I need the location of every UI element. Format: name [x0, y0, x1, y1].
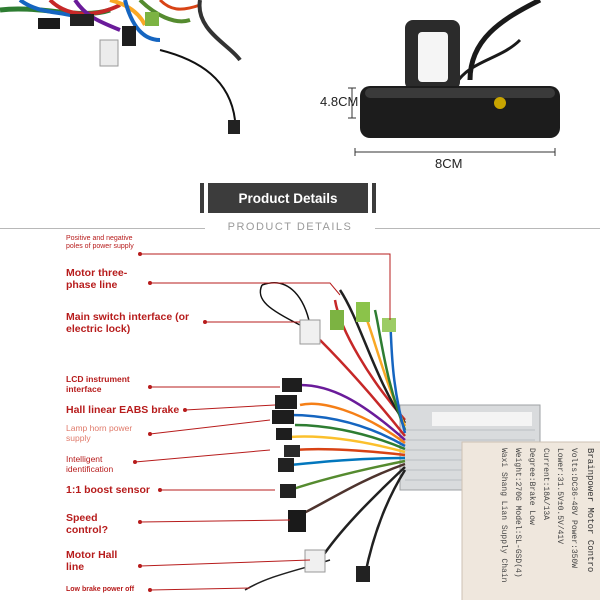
nameplate-line-4: Current:18A/13A — [541, 448, 550, 520]
label-hall-brake: Hall linear EABS brake — [66, 404, 180, 416]
label-intelligent-id: Intelligent identification — [66, 454, 114, 474]
header-bar-left — [200, 183, 204, 213]
leader-dots — [133, 252, 207, 592]
nameplate-line-1: Brainpower Motor Contro — [585, 448, 595, 572]
label-motor-hall: Motor Hall line — [66, 549, 118, 574]
product-photo-top — [0, 0, 560, 156]
controller-wires — [244, 282, 407, 591]
nameplate-line-3: Lower:31.5V±0.5V/41V — [555, 448, 564, 544]
nameplate-line-5: Degree:Brake Low — [527, 448, 536, 525]
nameplate-card: Brainpower Motor Contro Volts:DC36-48V P… — [461, 441, 600, 600]
label-low-brake: Low brake power off — [66, 586, 135, 593]
dimension-width: 8CM — [435, 156, 463, 171]
cable-bundle-photo — [0, 0, 242, 134]
dimension-height: 4.8CM — [320, 94, 359, 109]
label-speed-control: Speed control? — [66, 512, 108, 537]
wire-connectors — [272, 302, 396, 582]
label-main-switch: Main switch interface (or electric lock) — [66, 311, 190, 336]
section-subtitle: PRODUCT DETAILS — [205, 221, 375, 233]
wiring-diagram: Brainpower Motor Contro Volts:DC36-48V P… — [133, 252, 600, 600]
header-bar-right — [372, 183, 376, 213]
nameplate-line-7: Waxi Shang Lian Supply Chain — [499, 448, 508, 583]
label-lcd-interface: LCD instrument interface — [66, 374, 130, 394]
label-motor-phase: Motor three-phase line — [66, 267, 128, 292]
nameplate-line-6: Weight:270G Model:SL-GSD(4) — [513, 448, 522, 578]
label-boost-sensor: 1:1 boost sensor — [66, 484, 151, 496]
nameplate-line-2: Volts:DC36-48V Power:350W — [569, 448, 578, 568]
section-title: Product Details — [208, 183, 368, 213]
lcd-display-photo — [348, 0, 560, 156]
label-lamp-horn: Lamp horn power supply — [66, 423, 133, 443]
label-power-poles: Positive and negative poles of power sup… — [66, 235, 134, 251]
leader-lines — [134, 253, 391, 591]
